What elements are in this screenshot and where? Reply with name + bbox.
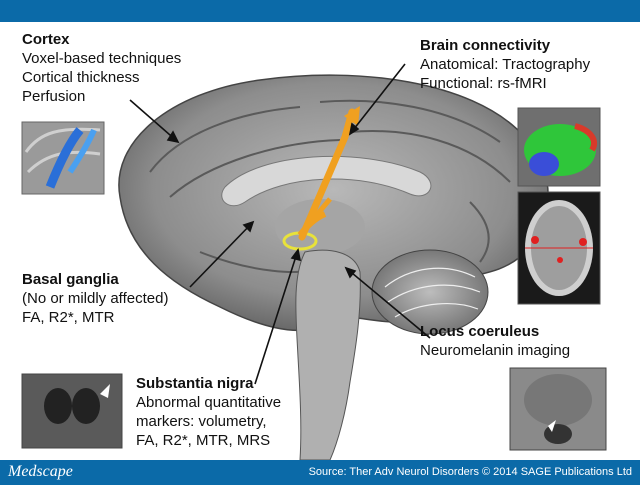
cortex-thumbnail [21, 121, 105, 195]
fmri-thumbnail [517, 191, 601, 305]
nigra-line-2: markers: volumetry, [136, 413, 267, 430]
basal-ganglia-title: Basal ganglia [22, 271, 119, 288]
brainstem [295, 249, 361, 461]
corpus-callosum [221, 155, 432, 207]
footer-bar: Medscape Source: Ther Adv Neurol Disorde… [0, 460, 640, 485]
tractography-arrow [297, 106, 360, 241]
connectivity-title: Brain connectivity [420, 37, 551, 54]
cortex-line-1: Voxel-based techniques [22, 50, 182, 67]
connectivity-line-1: Anatomical: Tractography [420, 56, 591, 73]
nigra-title: Substantia nigra [136, 375, 254, 392]
medscape-logo: Medscape [8, 463, 73, 480]
nigra-line-1: Abnormal quantitative [136, 394, 282, 411]
locus-thumbnail [509, 367, 607, 451]
brain-figure [21, 63, 607, 461]
basal-ganglia-label: Basal ganglia (No or mildly affected) FA… [22, 270, 168, 327]
source-citation: Source: Ther Adv Neurol Disorders © 2014… [308, 466, 632, 478]
basal-ganglia-line-1: (No or mildly affected) [22, 290, 169, 307]
connectivity-line-2: Functional: rs-fMRI [420, 75, 547, 92]
cortex-line-3: Perfusion [22, 88, 86, 105]
nigra-line-3: FA, R2*, MTR, MRS [136, 432, 271, 449]
pointer-arrows [129, 63, 431, 385]
basal-ganglia-line-2: FA, R2*, MTR [22, 309, 115, 326]
figure-canvas: Cortex Voxel-based techniques Cortical t… [0, 22, 640, 461]
thalamus [275, 199, 365, 255]
nigra-thumbnail [21, 373, 123, 449]
top-bar [0, 0, 640, 22]
cortex-label: Cortex Voxel-based techniques Cortical t… [22, 30, 181, 106]
locus-label: Locus coeruleus Neuromelanin imaging [420, 322, 570, 360]
locus-line-1: Neuromelanin imaging [420, 342, 571, 359]
cerebellum-folia [384, 267, 481, 318]
cortex-line-2: Cortical thickness [22, 69, 140, 86]
locus-title: Locus coeruleus [420, 323, 540, 340]
connectivity-label: Brain connectivity Anatomical: Tractogra… [420, 36, 590, 93]
nigra-label: Substantia nigra Abnormal quantitative m… [136, 374, 281, 450]
tractography-thumbnail [517, 107, 601, 187]
cortex-title: Cortex [22, 31, 70, 48]
gyri-lines [149, 99, 511, 273]
